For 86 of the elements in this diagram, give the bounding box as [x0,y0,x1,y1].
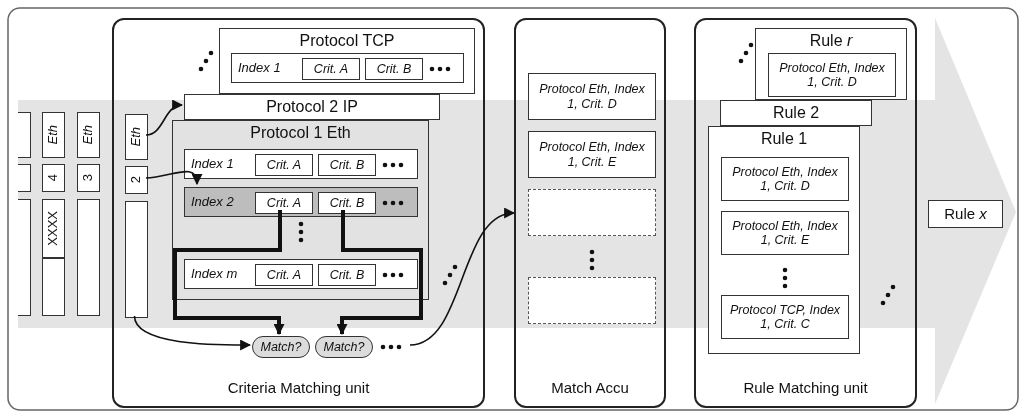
card-title: Protocol 1 Eth [250,124,351,143]
empty-slot [528,277,656,324]
row-label: Index 2 [191,195,234,210]
entry-label: Protocol Eth, Index 1, Crit. D [778,60,886,90]
arrow [145,170,202,186]
packet-field [77,112,100,158]
entry-box [768,53,896,97]
arrow [336,210,423,336]
packet-field [77,164,100,192]
criterion-box [255,154,313,176]
packet-field [125,166,148,194]
entry-label: Protocol Eth, Index 1, Crit. D [538,82,646,111]
table-card [184,94,440,120]
arrow [409,209,516,346]
packet-field [18,112,31,158]
row-label: Index 1 [238,61,281,76]
table-card [708,126,860,354]
card-title: Protocol TCP [299,32,395,51]
field-label: 4 [46,174,61,182]
criterion-label: Crit. A [266,267,302,283]
table-card [720,100,872,126]
entry-box [721,295,849,339]
criterion-box [318,264,376,286]
criterion-label: Crit. B [376,61,412,77]
table-card [219,28,475,94]
card-title: Protocol 2 IP [266,98,358,117]
criterion-label: Crit. B [329,157,365,173]
packet-field [18,164,31,192]
arrow [173,210,285,336]
entry-label: Protocol Eth, Index 1, Crit. D [731,164,839,194]
unit-caption: Match Accu [551,378,629,396]
entry-box [528,131,656,178]
table-row [231,53,464,83]
card-title: Rule 2 [772,104,820,123]
row-label: Index 1 [191,157,234,172]
criterion-label: Crit. B [329,195,365,211]
card-title: Rule r [809,32,853,51]
criterion-box [365,58,423,80]
match-label: Match? [323,339,365,355]
packet-field [77,199,100,316]
criterion-box [255,192,313,214]
unit-caption: Rule Matching unit [743,378,868,396]
criterion-box [318,154,376,176]
field-label: Eth [46,125,61,145]
packet-field [42,199,65,258]
tag-label: Rule x [944,205,987,223]
field-label: 3 [81,174,96,182]
packet-field [42,112,65,158]
table-row [184,259,418,289]
entry-label: Protocol Eth, Index 1, Crit. E [731,218,839,248]
field-label: Eth [81,125,96,145]
criterion-label: Crit. A [266,195,302,211]
field-label: Eth [129,127,144,147]
table-card [755,28,907,100]
criterion-label: Crit. A [266,157,302,173]
entry-box [721,157,849,201]
empty-slot [528,189,656,236]
packet-field [18,199,31,316]
entry-label: Protocol TCP, Index 1, Crit. C [728,302,842,332]
unit-panel [112,18,485,408]
table-card [172,120,429,300]
packet-field [42,258,65,316]
entry-label: Protocol Eth, Index 1, Crit. E [538,140,646,169]
field-label: 2 [129,176,144,184]
match-label: Match? [260,339,302,355]
unit-panel [514,18,666,408]
criterion-label: Crit. A [313,61,349,77]
row-label: Index m [191,267,238,282]
unit-caption: Criteria Matching unit [227,378,370,396]
criterion-box [255,264,313,286]
rule-tag [928,200,1003,228]
field-label: XXXX [46,211,61,246]
criterion-box [318,192,376,214]
table-row [184,187,418,217]
card-title: Rule 1 [760,130,808,149]
criterion-label: Crit. B [329,267,365,283]
packet-field [125,114,148,160]
packet-field [42,164,65,192]
arrow [133,315,252,351]
criterion-box [302,58,360,80]
table-row [184,149,418,179]
unit-panel [694,18,917,408]
entry-box [528,73,656,120]
entry-box [721,211,849,255]
packet-field [125,201,148,318]
arrow [145,100,184,136]
